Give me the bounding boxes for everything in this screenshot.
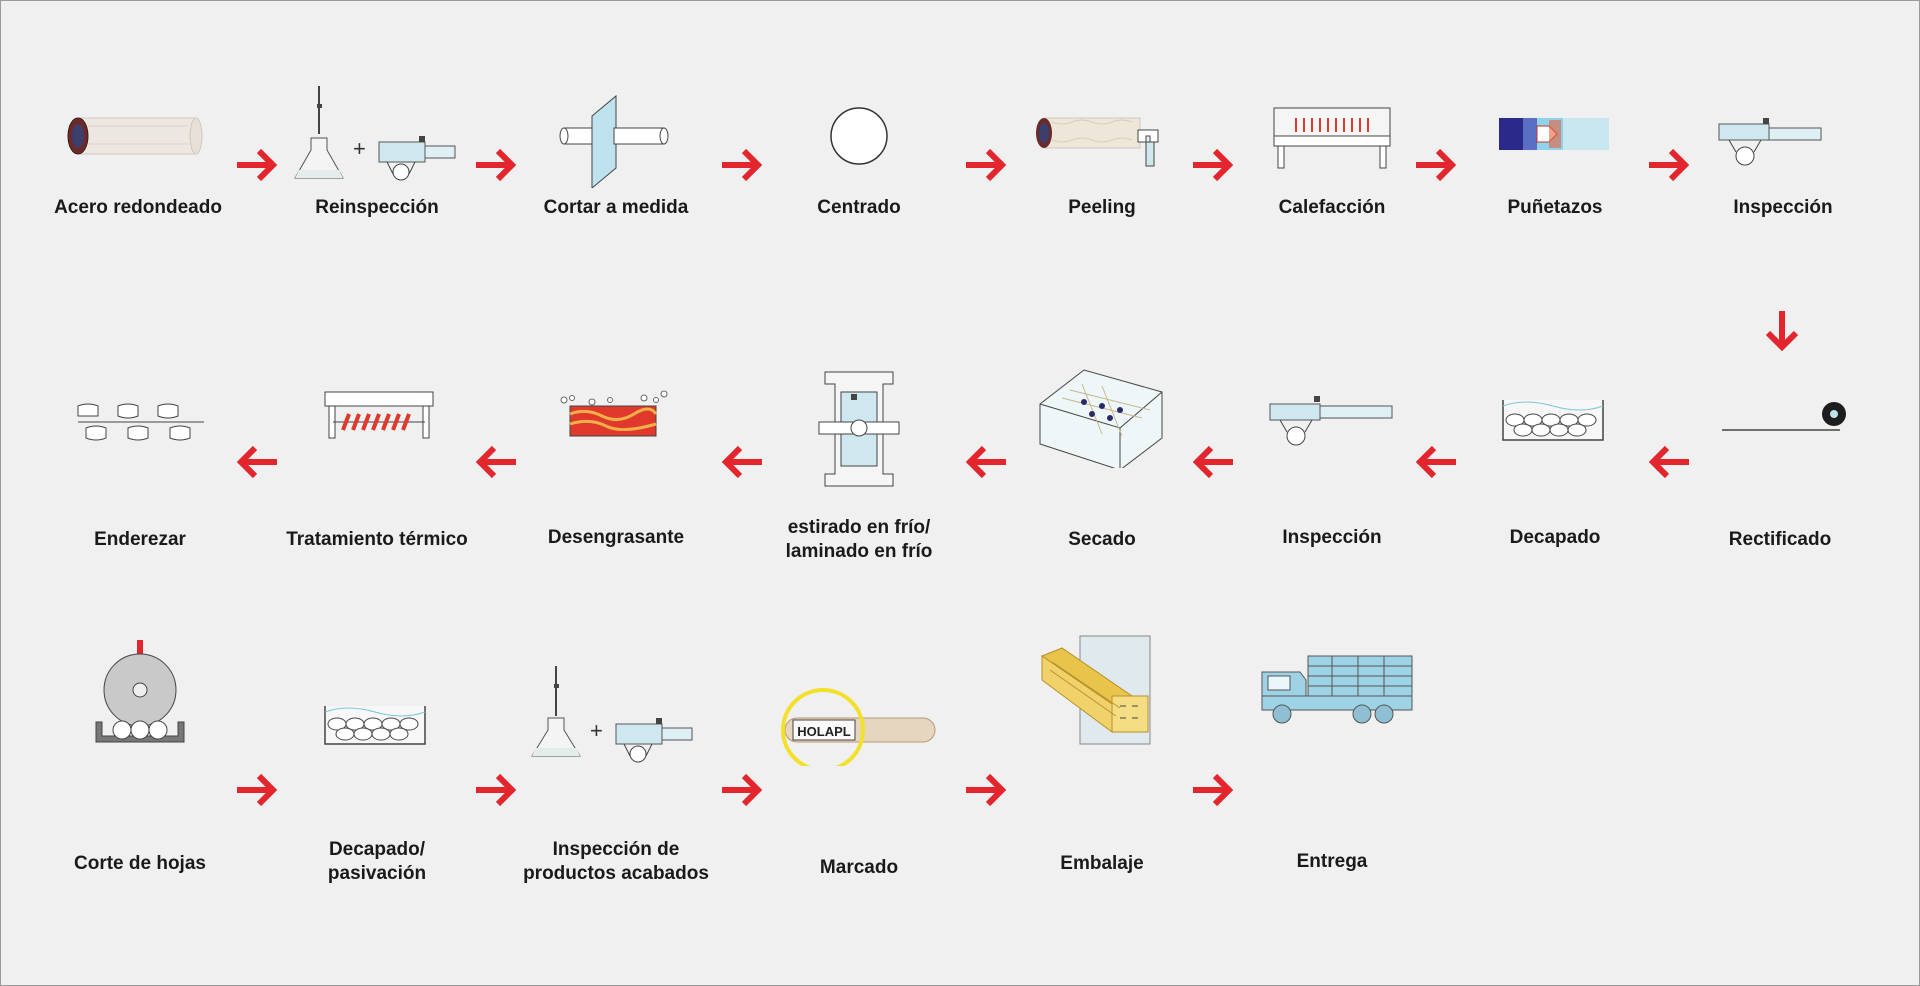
round-steel-bar-icon <box>28 78 248 188</box>
straightening-icon <box>30 358 250 468</box>
arrow-right <box>1189 766 1237 814</box>
gauge-icon <box>1673 78 1893 188</box>
arrow-left <box>1645 438 1693 486</box>
arrow-left <box>472 438 520 486</box>
saw-blade-icon <box>30 653 250 766</box>
degreasing-tank-icon <box>506 358 726 468</box>
arrow-right <box>233 141 281 189</box>
gauge-icon <box>1222 358 1442 468</box>
flask-gauge-icon: + <box>267 78 487 188</box>
arrow-right <box>718 766 766 814</box>
arrow-right <box>472 766 520 814</box>
step-label: Cortar a medida <box>543 197 689 218</box>
flask-gauge-icon: + <box>506 656 726 766</box>
arrow-left <box>1189 438 1237 486</box>
arrow-left <box>233 438 281 486</box>
arrow-right <box>1412 141 1460 189</box>
cutting-disc-icon <box>506 78 726 188</box>
pickling-tank-icon <box>1445 358 1665 468</box>
arrow-right <box>233 766 281 814</box>
step-label: Peeling <box>1068 197 1136 218</box>
step-label: Secado <box>1068 529 1136 550</box>
arrow-right <box>718 141 766 189</box>
step-label: Centrado <box>817 197 901 218</box>
step-label: Reinspección <box>315 197 439 218</box>
arrow-right <box>962 766 1010 814</box>
step-label: Inspección de productos acabados <box>523 839 709 884</box>
step-label: Embalaje <box>1060 853 1144 874</box>
arrow-right <box>472 141 520 189</box>
arrow-right <box>1189 141 1237 189</box>
marking-bar-icon: HOLAPL <box>749 656 969 766</box>
step-label: Decapado/ pasivación <box>327 839 427 884</box>
step-label: Desengrasante <box>547 527 685 548</box>
arrow-left <box>962 438 1010 486</box>
step-label: estirado en frío/ laminado en frío <box>785 517 933 562</box>
step-label: Decapado <box>1509 527 1601 548</box>
packing-bundle-icon <box>992 635 1212 746</box>
step-label: Tratamiento térmico <box>286 529 468 550</box>
drying-box-icon <box>992 358 1212 468</box>
step-label: Entrega <box>1296 851 1368 872</box>
step-label: Calefacción <box>1278 197 1386 218</box>
circle-icon <box>749 78 969 188</box>
step-label: Inspección <box>1733 197 1833 218</box>
piercing-icon <box>1445 78 1665 188</box>
step-label: Rectificado <box>1728 529 1832 550</box>
step-label: Corte de hojas <box>74 853 206 874</box>
grinding-line-icon <box>1670 358 1890 468</box>
step-label: Marcado <box>819 857 899 878</box>
truck-icon <box>1222 636 1442 746</box>
heating-furnace-icon <box>1222 78 1442 188</box>
step-label: Inspección <box>1282 527 1382 548</box>
svg-text:+: + <box>353 136 366 161</box>
arrow-right <box>1645 141 1693 189</box>
pickling-tank-icon <box>267 656 487 766</box>
svg-text:+: + <box>590 718 603 743</box>
step-label: Enderezar <box>94 529 186 550</box>
arrow-down <box>1758 307 1806 355</box>
arrow-left <box>1412 438 1460 486</box>
arrow-left <box>718 438 766 486</box>
marking-text: HOLAPL <box>797 724 851 739</box>
drawing-die-icon <box>749 371 969 502</box>
step-label: Acero redondeado <box>54 197 222 218</box>
step-label: Puñetazos <box>1507 197 1603 218</box>
arrow-right <box>962 141 1010 189</box>
heat-treatment-icon <box>267 358 487 468</box>
peeling-bar-icon <box>992 78 1212 188</box>
